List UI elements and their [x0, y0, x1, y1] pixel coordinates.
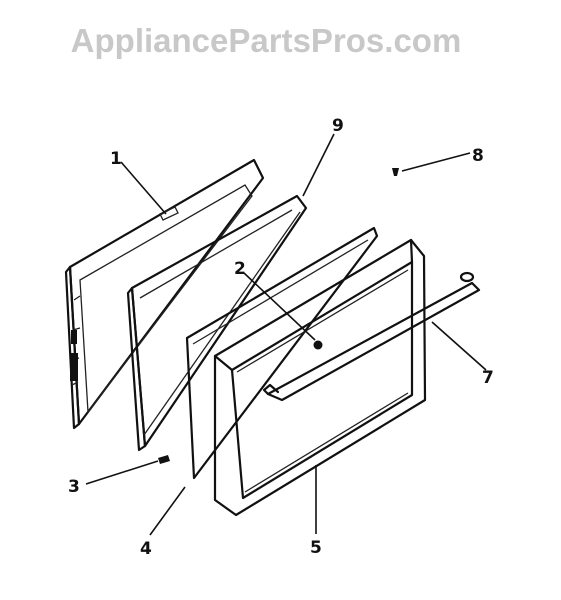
watermark-logo: AppliancePartsPros.com — [70, 22, 462, 59]
part-3-clip — [158, 455, 170, 464]
callout-1: 1 — [110, 149, 122, 169]
part-8-screw — [392, 168, 399, 176]
callout-3: 3 — [68, 477, 80, 497]
part-2-screw — [313, 340, 323, 350]
callout-4: 4 — [140, 539, 152, 559]
callout-7: 7 — [482, 368, 494, 388]
hinge-slot-icon — [71, 330, 77, 344]
latch-slot-icon — [70, 353, 78, 381]
part-1-door-liner — [64, 158, 265, 430]
part-4-door-glass — [185, 226, 379, 480]
part-9-insulation-panel — [126, 194, 308, 452]
part-7-door-handle — [262, 271, 481, 402]
leader-lines — [85, 133, 487, 536]
callout-8: 8 — [472, 146, 484, 166]
callout-2: 2 — [234, 259, 246, 279]
part-5-door-frame — [213, 238, 427, 517]
callout-9: 9 — [332, 116, 344, 136]
callout-5: 5 — [310, 538, 322, 558]
